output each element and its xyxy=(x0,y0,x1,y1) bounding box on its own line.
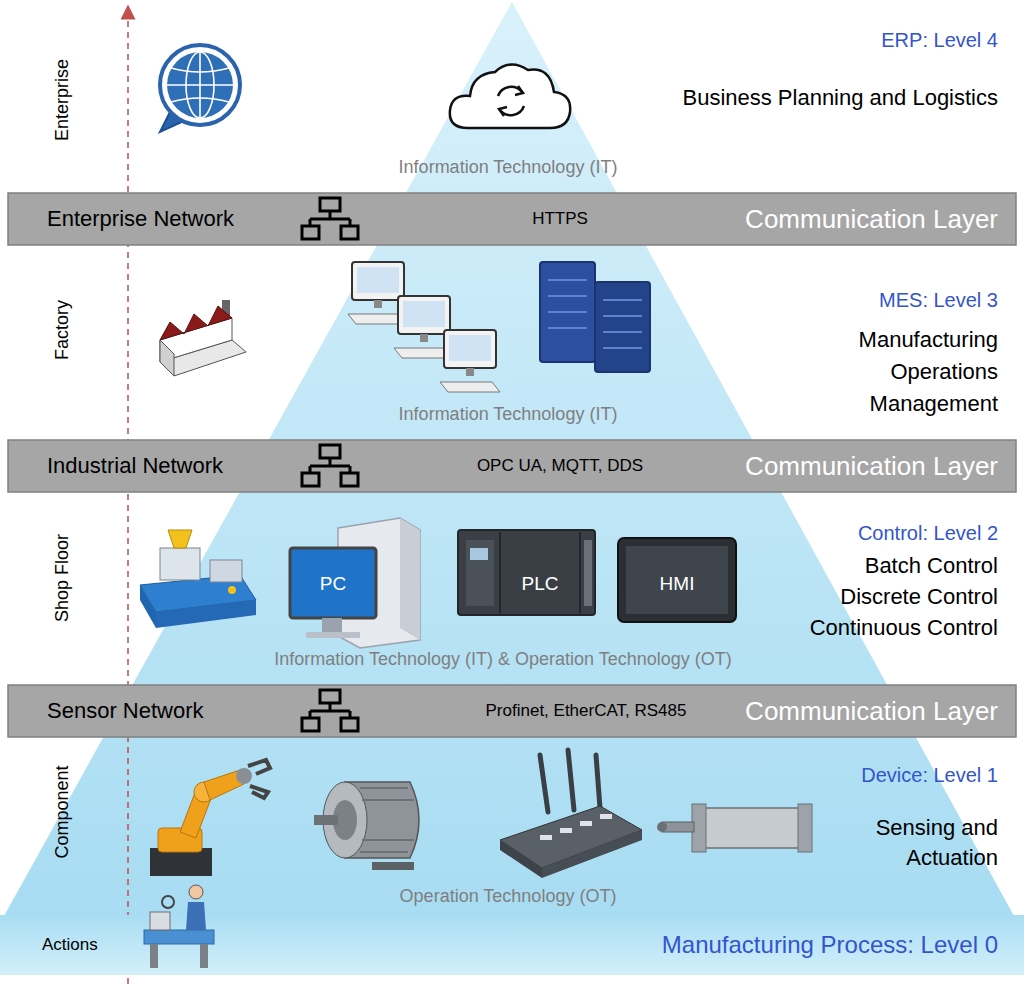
technology-label: Information Technology (IT) & Operation … xyxy=(173,648,833,671)
cloud-icon xyxy=(450,64,570,128)
level-function: Business Planning and Logistics xyxy=(682,84,998,112)
hmi-icon xyxy=(618,538,736,622)
layer-name: Communication Layer xyxy=(745,440,998,492)
level-title: MES: Level 3 xyxy=(879,288,998,313)
device-label: PLC xyxy=(505,572,575,596)
technology-label: Operation Technology (OT) xyxy=(338,885,678,908)
computer-icons xyxy=(348,262,500,392)
network-name: Sensor Network xyxy=(47,685,204,737)
network-band: Industrial Network OPC UA, MQTT, DDS Commu… xyxy=(8,440,1016,492)
axis-arrow xyxy=(127,12,129,984)
globe-icon xyxy=(160,45,240,132)
protocol-list: Profinet, EtherCAT, RS485 xyxy=(486,685,687,737)
layer-name: Communication Layer xyxy=(745,193,998,245)
motor-icon xyxy=(314,782,419,870)
level-function: Discrete Control xyxy=(840,583,998,611)
level-title: Manufacturing Process: Level 0 xyxy=(662,915,998,975)
device-label: PC xyxy=(298,572,368,596)
network-band: Enterprise Network HTTPS Communication Lay… xyxy=(8,193,1016,245)
network-band: Sensor Network Profinet, EtherCAT, RS485 C… xyxy=(8,685,1016,737)
gateway-icon xyxy=(500,750,642,878)
server-icons xyxy=(540,262,650,372)
level-function: Continuous Control xyxy=(810,614,998,642)
robot-arm-icon xyxy=(150,760,270,876)
network-name: Industrial Network xyxy=(47,440,223,492)
pyramid xyxy=(4,2,1014,916)
level-function: Sensing and Actuation xyxy=(828,813,998,873)
level-title: ERP: Level 4 xyxy=(881,28,998,53)
network-name: Enterprise Network xyxy=(47,193,234,245)
technology-label: Information Technology (IT) xyxy=(328,156,688,179)
level-title: Device: Level 1 xyxy=(861,763,998,788)
layer-name: Communication Layer xyxy=(745,685,998,737)
level-title: Control: Level 2 xyxy=(858,521,998,546)
technology-label: Information Technology (IT) xyxy=(328,403,688,426)
injection-machine-icon xyxy=(140,530,256,628)
level-function: Batch Control xyxy=(865,552,998,580)
factory-icon xyxy=(160,300,246,376)
operator-icon xyxy=(144,885,214,968)
protocol-list: OPC UA, MQTT, DDS xyxy=(477,440,643,492)
axis-label: Component xyxy=(51,765,74,858)
protocol-list: HTTPS xyxy=(532,193,588,245)
axis-label: Factory xyxy=(51,300,74,360)
axis-label: Shop Floor xyxy=(51,534,74,622)
plc-icon xyxy=(458,530,595,615)
axis-label: Enterprise xyxy=(51,59,74,141)
process-band: Actions Manufacturing Process: Level 0 xyxy=(0,915,1024,975)
band-fills xyxy=(8,193,1016,737)
pc-icon xyxy=(290,518,420,648)
pneumatic-cylinder-icon xyxy=(657,804,812,852)
device-label: HMI xyxy=(637,572,717,596)
level-function: Manufacturing Operations Management xyxy=(808,324,998,420)
axis-label: Actions xyxy=(42,915,98,975)
